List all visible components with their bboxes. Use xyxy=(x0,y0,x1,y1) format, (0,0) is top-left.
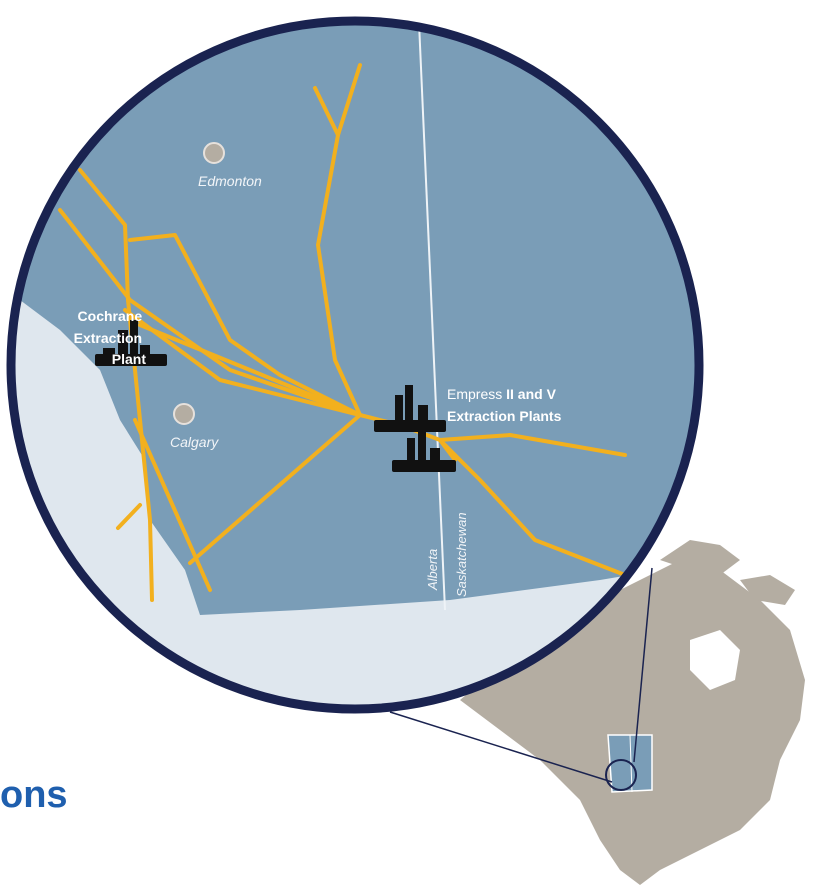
heading-fragment: ons xyxy=(0,774,68,816)
inset-locator-circle xyxy=(605,759,637,791)
saskatchewan-label: Saskatchewan xyxy=(454,512,469,597)
zoom-circle-ring xyxy=(6,16,704,714)
empress-label: Empress II and V Extraction Plants xyxy=(447,386,562,424)
inset-hudson-bay xyxy=(690,630,740,690)
callout-line xyxy=(633,567,653,763)
edmonton-label: Edmonton xyxy=(198,173,262,189)
calgary-marker xyxy=(173,403,195,425)
inset-island xyxy=(660,540,740,575)
inset-island xyxy=(740,575,795,605)
alberta-label: Alberta xyxy=(425,549,440,591)
cochrane-label: Cochrane Extraction Plant xyxy=(74,308,147,367)
empress-plant-icon-upper xyxy=(374,385,446,432)
province-area xyxy=(11,21,699,615)
edmonton-marker xyxy=(203,142,225,164)
calgary-label: Calgary xyxy=(170,434,219,450)
inset-north-america-map xyxy=(460,540,805,885)
cochrane-plant-icon xyxy=(95,320,167,366)
empress-plant-icon-lower xyxy=(392,430,456,472)
province-border xyxy=(417,21,446,611)
callout-line xyxy=(389,711,613,783)
